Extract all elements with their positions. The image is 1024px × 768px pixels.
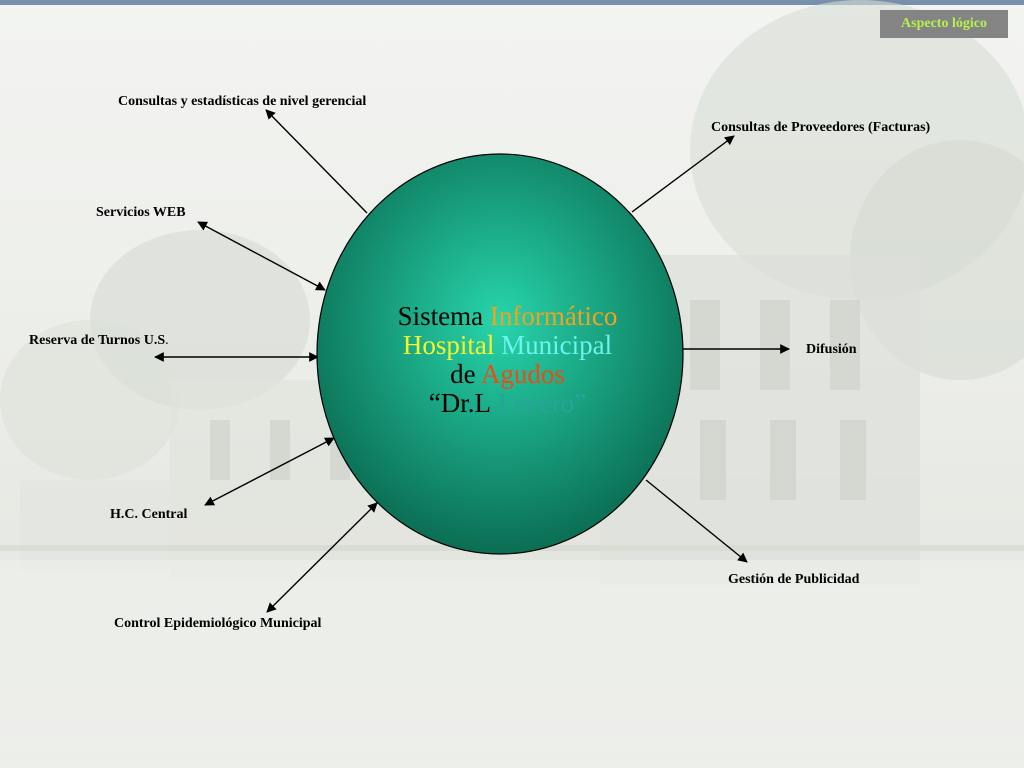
node-reserva-turnos-dot: . (165, 333, 169, 348)
title-word-drl: “Dr.L (428, 388, 492, 418)
title-line-1: Sistema Informático (340, 302, 675, 331)
node-reserva-turnos-text: Reserva de Turnos U.S (29, 333, 166, 348)
arrow-consultas-gerencial (265, 109, 368, 214)
node-consultas-gerencial: Consultas y estadísticas de nivel gerenc… (118, 94, 367, 109)
node-consultas-proveedores: Consultas de Proveedores (Facturas) (711, 120, 931, 135)
title-line-2: Hospital Municipal (340, 331, 675, 360)
title-word-de: de (450, 359, 476, 389)
node-reserva-turnos: Reserva de Turnos U.S. (29, 333, 169, 349)
arrow-hc-central (204, 437, 335, 506)
title-line-3: de Agudos (340, 360, 675, 389)
title-closing-quote: ” (574, 388, 587, 418)
title-line-4: “Dr.L.Lucero” (340, 389, 675, 418)
system-ellipse (316, 153, 684, 555)
aspecto-logico-badge: Aspecto lógico (880, 10, 1008, 38)
node-difusion: Difusión (806, 342, 857, 357)
node-control-epidemiologico: Control Epidemiológico Municipal (114, 616, 322, 631)
node-hc-central: H.C. Central (110, 507, 188, 522)
title-word-sistema: Sistema (397, 301, 484, 331)
node-servicios-web: Servicios WEB (96, 205, 186, 220)
arrow-control-epidemiologico (266, 502, 378, 613)
title-word-informatico: Informático (489, 301, 618, 331)
title-word-municipal: Municipal (501, 330, 613, 360)
title-word-lucero: .Lucero (491, 388, 575, 418)
node-gestion-publicidad: Gestión de Publicidad (728, 572, 860, 587)
arrow-consultas-proveedores (631, 135, 735, 213)
title-word-hospital: Hospital (402, 330, 495, 360)
arrow-servicios-web (197, 221, 326, 291)
title-word-agudos: Agudos (480, 359, 565, 389)
arrow-gestion-publicidad (645, 479, 748, 563)
system-title: Sistema Informático Hospital Municipal d… (340, 302, 675, 418)
